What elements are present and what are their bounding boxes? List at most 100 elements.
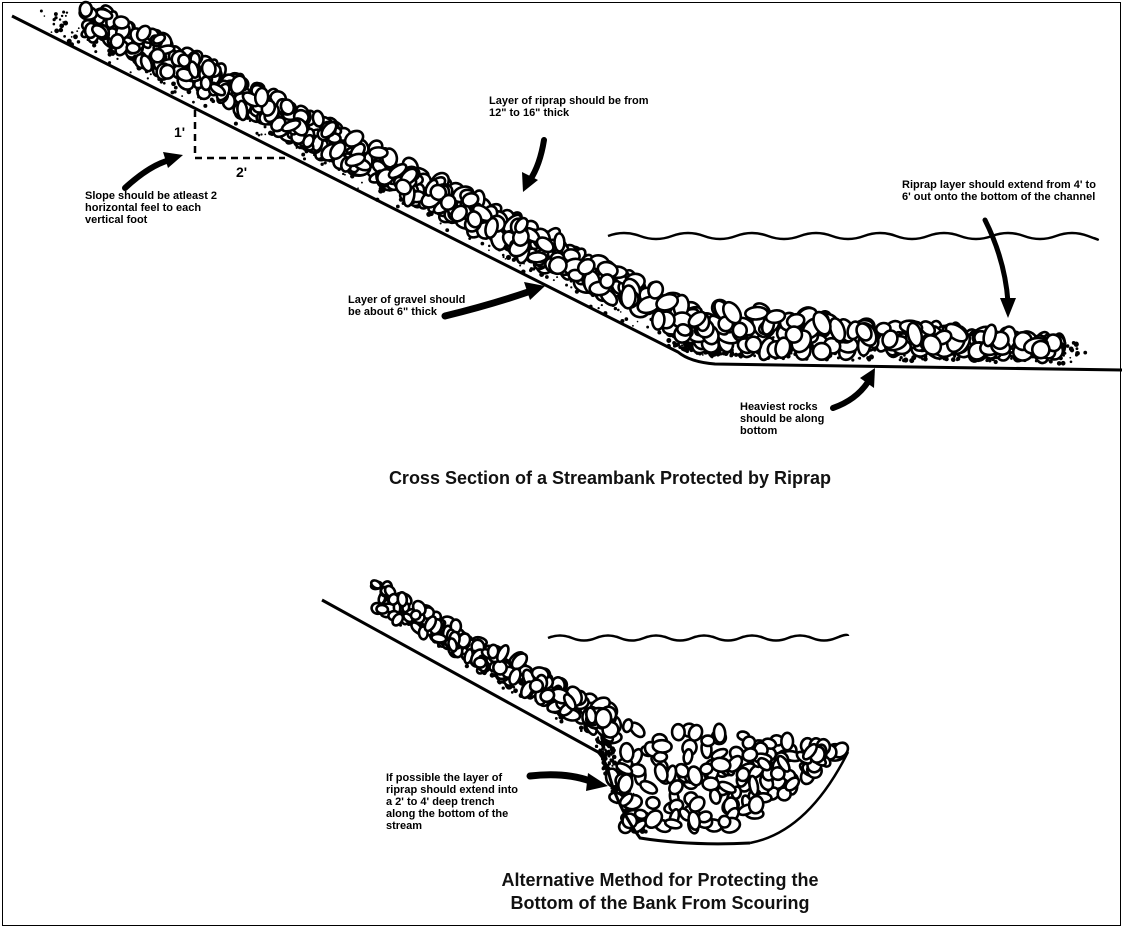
- arrow-slope: [125, 152, 183, 188]
- gravel-dot: [611, 747, 614, 750]
- gravel-dot: [163, 82, 166, 85]
- gravel-dot: [65, 15, 67, 17]
- riprap-rock: [554, 233, 565, 251]
- gravel-dot: [440, 222, 442, 224]
- riprap-rock: [528, 252, 547, 263]
- gravel-dot: [1074, 342, 1079, 347]
- gravel-dot: [66, 11, 68, 13]
- riprap-rock: [113, 16, 129, 29]
- gravel-dot: [264, 133, 266, 135]
- riprap-rock: [237, 100, 249, 120]
- gravel-dot: [954, 357, 956, 359]
- arrow-heaviest: [833, 368, 875, 408]
- riprap-rock: [770, 767, 785, 781]
- gravel-dot: [342, 173, 344, 175]
- riprap-rock: [369, 147, 387, 158]
- gravel-dot: [258, 134, 261, 137]
- gravel-dot: [632, 325, 634, 327]
- gravel-dot: [601, 748, 604, 751]
- gravel-dot: [608, 761, 611, 764]
- gravel-dot: [559, 719, 563, 723]
- gravel-dot: [597, 736, 599, 738]
- caption-bottom-line2: Bottom of the Bank From Scouring: [440, 893, 880, 914]
- gravel-dot: [54, 16, 57, 19]
- gravel-dot: [147, 77, 149, 79]
- gravel-dot: [76, 30, 78, 32]
- gravel-dot: [657, 331, 661, 335]
- gravel-dot: [545, 275, 549, 279]
- gravel-dot: [130, 71, 132, 73]
- gravel-dot: [211, 99, 215, 103]
- gravel-dot: [54, 28, 59, 33]
- gravel-dot: [488, 249, 490, 251]
- gravel-dot: [511, 691, 514, 694]
- gravel-dot: [361, 182, 363, 184]
- note-trench: If possible the layer of riprap should e…: [386, 772, 526, 832]
- water-surface-bottom: [548, 635, 848, 641]
- note-heaviest: Heaviest rocks should be along bottom: [740, 401, 835, 437]
- gravel-dot: [53, 23, 56, 26]
- gravel-dot: [173, 90, 176, 93]
- gravel-dot: [502, 686, 505, 689]
- note-gravel: Layer of gravel should be about 6" thick: [348, 294, 468, 318]
- gravel-dot: [731, 352, 735, 356]
- riprap-rock: [201, 60, 216, 78]
- gravel-dot: [611, 750, 614, 753]
- caption-bottom-line1: Alternative Method for Protecting the: [440, 870, 880, 891]
- riprap-rock: [397, 592, 407, 607]
- gravel-dot: [553, 279, 555, 281]
- caption-top: Cross Section of a Streambank Protected …: [280, 468, 940, 489]
- gravel-dot: [734, 353, 738, 357]
- gravel-dot: [92, 43, 96, 47]
- dimension-vertical-label: 1': [174, 124, 185, 140]
- gravel-dot: [481, 242, 485, 246]
- gravel-dot: [1076, 347, 1079, 350]
- gravel-dot: [63, 21, 68, 26]
- riprap-rock: [621, 285, 637, 309]
- riprap-rock: [718, 816, 730, 828]
- gravel-dot: [181, 95, 183, 97]
- gravel-dot: [678, 345, 682, 349]
- gravel-dot: [1069, 357, 1071, 359]
- gravel-dot: [1075, 351, 1080, 356]
- gravel-dot: [324, 161, 327, 164]
- note-slope: Slope should be atleast 2 horizontal fee…: [85, 190, 230, 226]
- gravel-dot: [59, 28, 63, 32]
- riprap-rock: [748, 795, 765, 814]
- gravel-dot: [40, 10, 43, 13]
- gravel-dot: [174, 86, 178, 90]
- dimension-horizontal-label: 2': [236, 164, 247, 180]
- gravel-dot: [488, 245, 491, 248]
- riprap-rock: [672, 724, 685, 741]
- gravel-dot: [320, 163, 323, 166]
- gravel-dot: [150, 73, 152, 75]
- gravel-dot: [77, 40, 80, 43]
- gravel-dot: [605, 750, 610, 755]
- gravel-dot: [596, 746, 598, 748]
- gravel-dot: [702, 354, 704, 356]
- arrow-trench: [530, 773, 608, 791]
- gravel-dot: [1050, 362, 1052, 364]
- gravel-dot: [607, 755, 609, 757]
- gravel-dot: [666, 338, 671, 343]
- riprap-rock: [595, 708, 611, 728]
- gravel-dot: [597, 307, 599, 309]
- gravel-dot: [1061, 361, 1066, 366]
- gravel-dot: [599, 742, 602, 745]
- gravel-dot: [637, 321, 639, 323]
- gravel-dot: [921, 358, 923, 360]
- gravel-dot: [625, 317, 629, 321]
- gravel-dot: [858, 357, 861, 360]
- gravel-dot: [264, 125, 267, 128]
- riprap-rock: [813, 343, 831, 360]
- gravel-dot: [234, 122, 238, 126]
- arrow-riprap-thickness: [522, 140, 544, 192]
- gravel-dot: [601, 304, 603, 306]
- riprap-rock: [487, 644, 499, 658]
- gravel-dot: [303, 157, 306, 160]
- gravel-dot: [63, 35, 66, 38]
- gravel-dot: [78, 27, 80, 29]
- riprap-rock: [702, 777, 719, 790]
- gravel-dot: [116, 58, 118, 60]
- gravel-dot: [51, 31, 53, 33]
